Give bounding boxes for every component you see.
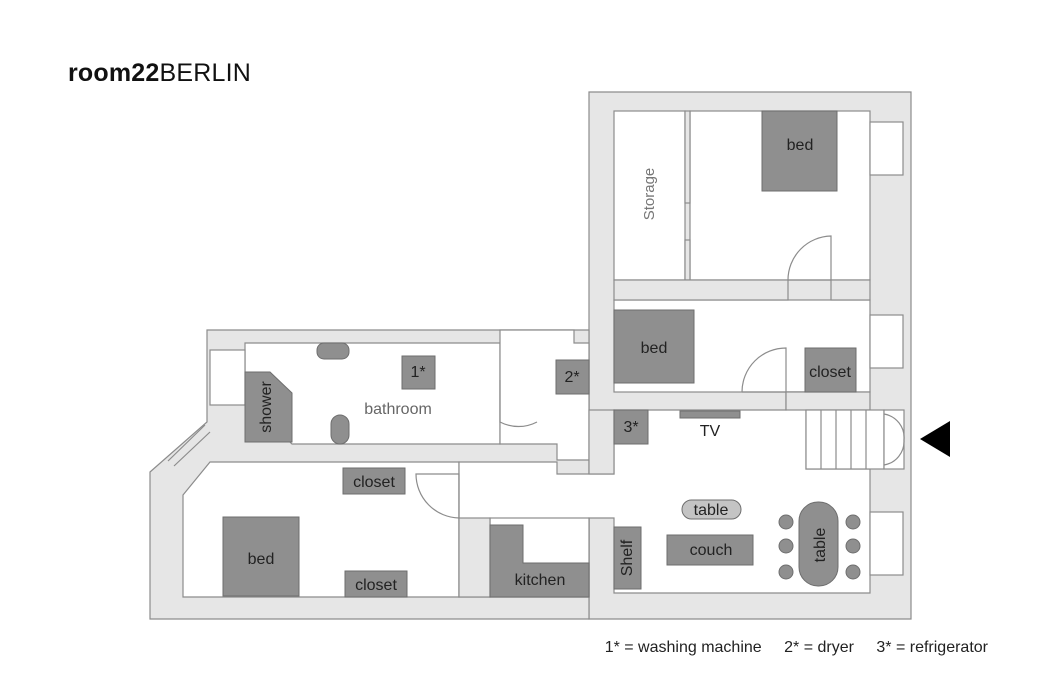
label-table-small: table: [694, 502, 729, 519]
door-middle-bedroom: [741, 347, 787, 393]
window-middle: [869, 314, 904, 369]
stairs-box: [805, 409, 885, 470]
door-bottom-bedroom: [415, 473, 460, 519]
shower-shape: [244, 371, 293, 443]
label-shower: shower: [258, 381, 275, 433]
chair: [845, 538, 861, 554]
wall-middle-living: [785, 391, 871, 411]
closet-upper-left-shape: [342, 467, 406, 495]
window-top: [869, 121, 904, 176]
entrance-stairs: [805, 409, 905, 470]
label-bed-middle: bed: [641, 340, 668, 357]
tv-shape: [679, 410, 741, 419]
chair: [778, 538, 794, 554]
toilet-top: [316, 342, 350, 360]
wall-top-middle: [613, 279, 789, 301]
legend-item-2: 2* = dryer: [784, 639, 854, 656]
wall-hall-living: [588, 409, 615, 475]
partitions: [458, 110, 871, 598]
legend: 1* = washing machine 2* = dryer 3* = ref…: [605, 638, 988, 658]
legend-item-1: 1* = washing machine: [604, 639, 762, 656]
label-shelf: Shelf: [619, 539, 636, 576]
door-bathroom: [499, 380, 538, 428]
bed-middle-shape: [613, 309, 695, 384]
label-bed-top: bed: [787, 137, 814, 154]
closet-lower-left-shape: [344, 570, 408, 598]
label-closet-lower-left: closet: [355, 577, 397, 594]
chair: [845, 514, 861, 530]
label-marker-1: 1*: [410, 364, 425, 381]
window-living: [869, 511, 904, 576]
sink-bottom: [330, 414, 350, 445]
table-dining-shape: [798, 501, 839, 587]
door-top-bedroom: [787, 235, 832, 281]
kitchen-shape: [489, 524, 590, 598]
wall-top-middle-right: [830, 279, 871, 301]
doors: [415, 235, 905, 519]
marker-2-shape: [555, 359, 590, 395]
windows: [167, 121, 904, 576]
bed-top-shape: [761, 110, 838, 192]
label-bed-bottom: bed: [248, 551, 275, 568]
wall-storage-bed: [684, 110, 691, 204]
wall-kitchen-divider: [458, 517, 491, 598]
floor-hallway: [499, 329, 590, 461]
labels: Storage bed bed closet 2* 3* TV 1* showe…: [248, 137, 852, 594]
chair: [778, 514, 794, 530]
window-diagonal: [167, 424, 206, 462]
entrance-arrow-icon: [920, 421, 950, 457]
label-closet-upper-left: closet: [353, 474, 395, 491]
brand-logo: room22BERLIN: [68, 58, 251, 88]
label-table-dining: table: [812, 528, 829, 563]
marker-1-shape: [401, 355, 436, 390]
table-small-shape: [681, 499, 742, 520]
bed-bottom-shape: [222, 516, 300, 597]
shelf-shape: [613, 526, 642, 590]
room-label-storage: Storage: [641, 168, 658, 221]
furniture: [222, 110, 861, 598]
label-kitchen: kitchen: [515, 572, 566, 589]
legend-item-3: 3* = refrigerator: [876, 639, 988, 656]
window-bathroom: [209, 349, 246, 406]
label-tv: TV: [700, 423, 721, 440]
label-marker-3: 3*: [623, 419, 638, 436]
couch-shape: [666, 534, 754, 566]
label-couch: couch: [690, 542, 733, 559]
floor-storage: [613, 110, 686, 281]
wall-storage-bed-lower: [684, 239, 691, 281]
marker-3-shape: [613, 409, 649, 445]
door-entrance: [883, 413, 905, 466]
entrance-door-frame: [883, 409, 905, 470]
label-closet-middle: closet: [809, 364, 851, 381]
brand-name-regular: BERLIN: [159, 59, 252, 87]
room-label-bathroom: bathroom: [364, 401, 432, 418]
closet-middle-shape: [804, 347, 857, 393]
chair: [778, 564, 794, 580]
brand-name-bold: room22: [68, 59, 160, 87]
chair: [845, 564, 861, 580]
window-diagonal-inner: [173, 431, 211, 467]
label-marker-2: 2*: [564, 369, 579, 386]
